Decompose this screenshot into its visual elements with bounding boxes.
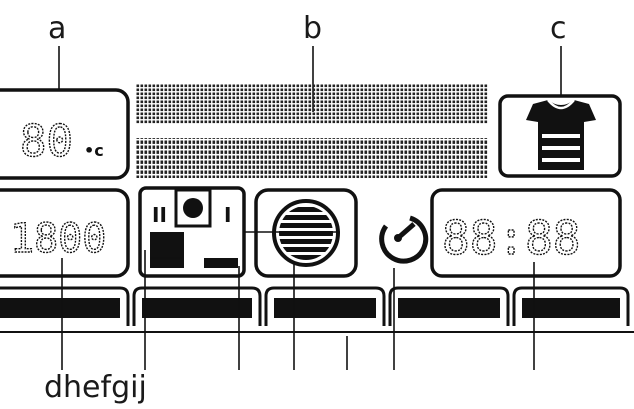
button-bar-2 [142,298,252,318]
spin-speed-panel [0,188,130,278]
temperature-panel [0,88,130,180]
temperature-unit: •c [84,141,104,160]
button-frame-1 [0,286,130,326]
pause-symbol: II [152,203,167,227]
button-frame-3 [264,286,386,326]
clock-icon [379,215,429,264]
button-frame-5 [512,286,630,326]
button-bar-1 [0,298,120,318]
text-display-matrix [136,84,488,178]
bottom-button-row [0,286,630,326]
time-panel [430,188,622,278]
time-value: 88:88 [442,211,580,265]
callout-bottom-labels: dhefgij [44,370,147,405]
drum-icon [272,199,340,267]
button-frame-2 [132,286,262,326]
one-symbol: I [224,203,231,227]
text-row-2 [136,138,488,178]
button-bar-5 [522,298,620,318]
callout-c: c [550,11,567,46]
callout-b: b [303,11,322,46]
text-row-1 [136,84,488,124]
spin-speed-value: 1800 [10,216,106,262]
callout-a: a [48,11,66,46]
shirt-icon [526,99,596,170]
button-frame-4 [388,286,510,326]
button-bar-4 [398,298,500,318]
temperature-value: 80 [20,116,73,167]
button-bar-3 [274,298,376,318]
bottom-leaders [61,231,535,370]
rinse-hold-icon [150,188,238,268]
